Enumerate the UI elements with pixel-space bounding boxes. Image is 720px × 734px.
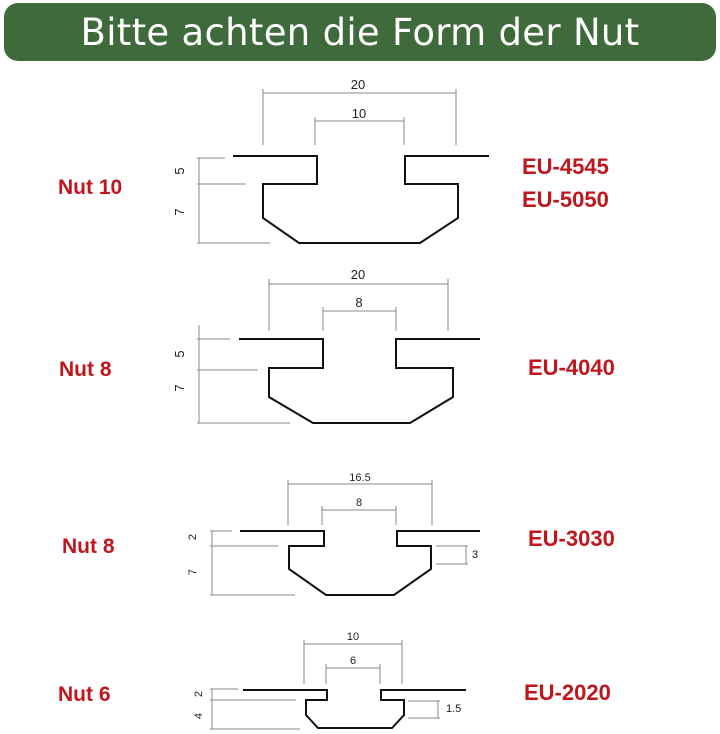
profile-nut6: 10 6 2 4 1.5 (193, 631, 466, 730)
dim-top-height: 5 (172, 167, 187, 174)
profile-nut8-3030-outline (240, 530, 480, 596)
dim-inner-width: 8 (356, 497, 362, 509)
eu-code-3030: EU-3030 (528, 526, 615, 551)
nut-label-8-3030: Nut 8 (62, 535, 115, 558)
profile-nut6-outline (243, 689, 466, 729)
eu-code-2020: EU-2020 (524, 680, 611, 705)
eu-code-5050: EU-5050 (522, 187, 609, 212)
dim-outer-width: 10 (347, 631, 359, 643)
dim-outer-width: 16.5 (349, 472, 370, 484)
dim-top-height: 2 (187, 534, 199, 540)
dim-side-height: 3 (472, 549, 478, 561)
dim-side-height: 1.5 (446, 703, 461, 715)
profile-nut8-4040-outline (239, 338, 480, 424)
nut-label-6: Nut 6 (58, 683, 111, 706)
dim-top-height: 5 (172, 350, 187, 357)
nut-label-8-4040: Nut 8 (59, 358, 112, 381)
page-title: Bitte achten die Form der Nut (80, 10, 640, 54)
dim-inner-width: 6 (350, 655, 356, 667)
dim-outer-width: 20 (351, 267, 365, 282)
profile-nut10: 20 10 5 7 (172, 77, 489, 244)
dim-bottom-height: 7 (172, 208, 187, 215)
eu-code-4545: EU-4545 (522, 154, 609, 179)
dim-bottom-height: 7 (172, 384, 187, 391)
profile-nut8-4040: 20 8 5 7 (172, 267, 480, 424)
title-banner: Bitte achten die Form der Nut (4, 3, 716, 61)
profile-nut10-outline (233, 155, 489, 244)
dim-bottom-height: 4 (193, 713, 205, 719)
dim-outer-width: 20 (351, 77, 365, 92)
dim-top-height: 2 (193, 691, 205, 697)
eu-code-4040: EU-4040 (528, 355, 615, 380)
nut-label-10: Nut 10 (58, 176, 123, 199)
dim-inner-width: 8 (355, 295, 362, 310)
dim-bottom-height: 7 (187, 569, 199, 575)
profile-nut8-3030: 16.5 8 2 7 3 (187, 472, 480, 596)
dim-inner-width: 10 (352, 106, 366, 121)
